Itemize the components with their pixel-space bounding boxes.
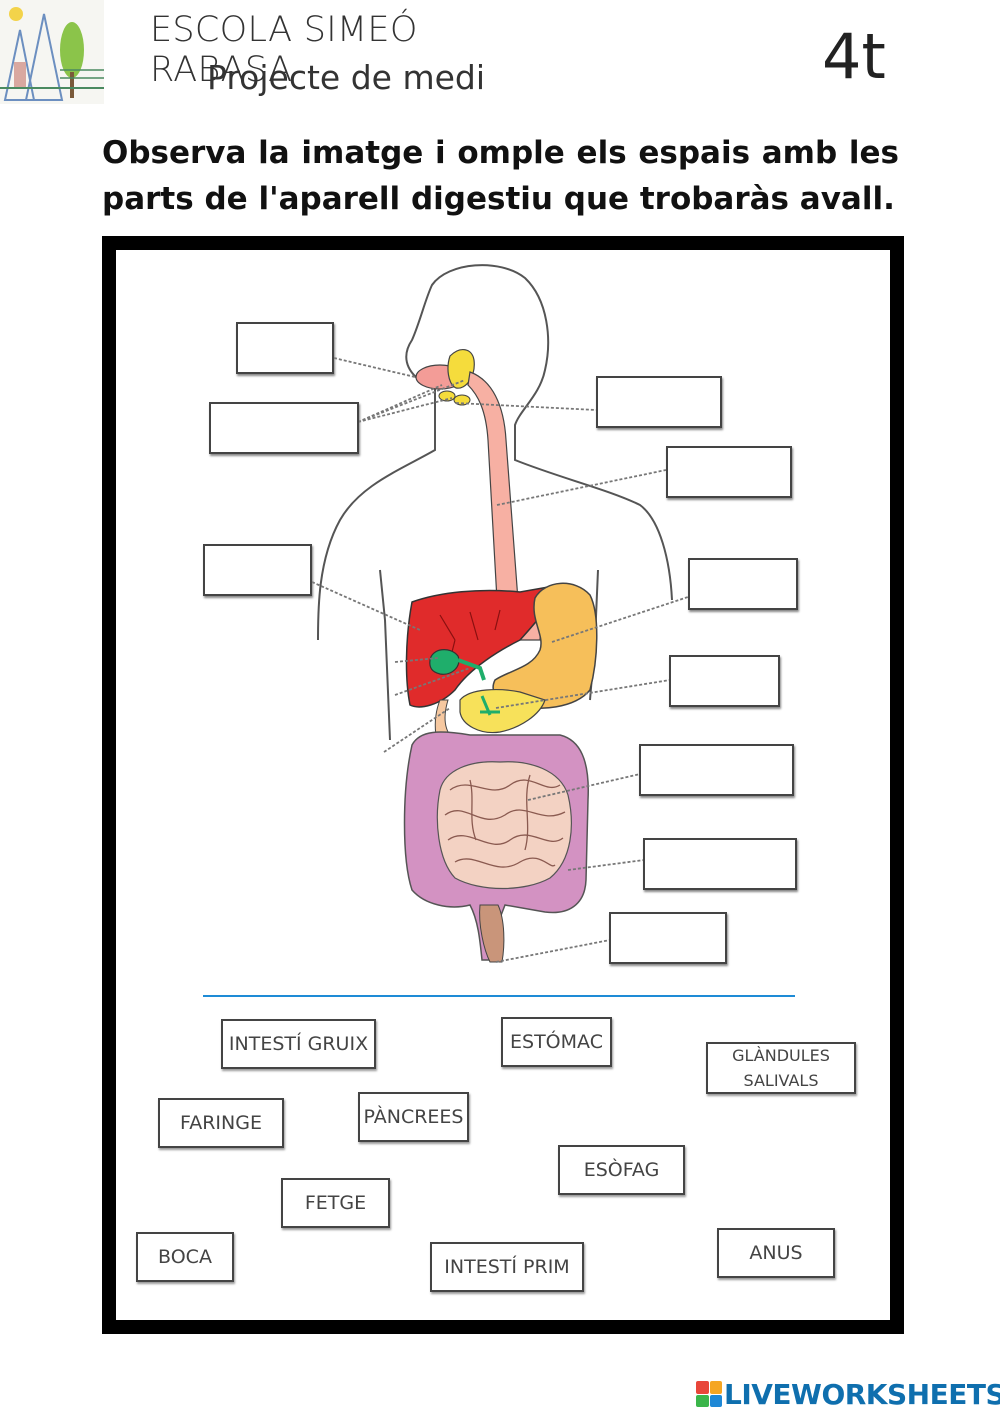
liveworksheets-brand: LIVEWORKSHEETS bbox=[696, 1377, 1000, 1411]
word-chip-faringe[interactable]: FARINGE bbox=[158, 1098, 284, 1148]
instruction-text: Observa la imatge i omple els espais amb… bbox=[102, 135, 899, 217]
answer-blank-anus[interactable] bbox=[609, 912, 727, 964]
school-name: ESCOLA SIMEÓ RABASA bbox=[150, 10, 418, 90]
answer-blank-pharynx[interactable] bbox=[596, 376, 722, 428]
brand-text: LIVEWORKSHEETS bbox=[724, 1377, 1000, 1411]
word-chip-fetge[interactable]: FETGE bbox=[281, 1178, 390, 1228]
answer-blank-duodenum[interactable] bbox=[202, 640, 203, 641]
answer-blank-stomach[interactable] bbox=[688, 558, 798, 610]
answer-blank-gallbladder[interactable] bbox=[202, 632, 203, 633]
word-chip-boca[interactable]: BOCA bbox=[136, 1232, 234, 1282]
brand-logo-icon bbox=[696, 1381, 722, 1407]
answer-blank-mouth[interactable] bbox=[236, 322, 334, 374]
word-chip-esofag[interactable]: ESÒFAG bbox=[558, 1145, 685, 1195]
answer-blank-pancreas[interactable] bbox=[669, 655, 780, 707]
word-chip-glandules-salivals[interactable]: GLÀNDULES SALIVALS bbox=[706, 1042, 856, 1094]
answer-blank-liver[interactable] bbox=[203, 544, 312, 596]
answer-blank-small-intestine[interactable] bbox=[639, 744, 794, 796]
project-title: Projecte de medi bbox=[207, 58, 486, 97]
school-logo bbox=[0, 0, 104, 104]
answer-blank-large-intestine[interactable] bbox=[643, 838, 797, 890]
answer-blank-salivary-glands[interactable] bbox=[209, 402, 359, 454]
word-chip-intesti-prim[interactable]: INTESTÍ PRIM bbox=[430, 1242, 584, 1292]
answer-blank-esophagus[interactable] bbox=[666, 446, 792, 498]
word-chip-intesti-gruix[interactable]: INTESTÍ GRUIX bbox=[221, 1019, 376, 1069]
word-chip-pancrees[interactable]: PÀNCREES bbox=[358, 1092, 469, 1142]
grade-label: 4t bbox=[822, 20, 886, 93]
word-chip-estomac[interactable]: ESTÓMAC bbox=[501, 1017, 612, 1067]
section-divider bbox=[203, 995, 795, 997]
word-chip-anus[interactable]: ANUS bbox=[717, 1228, 835, 1278]
